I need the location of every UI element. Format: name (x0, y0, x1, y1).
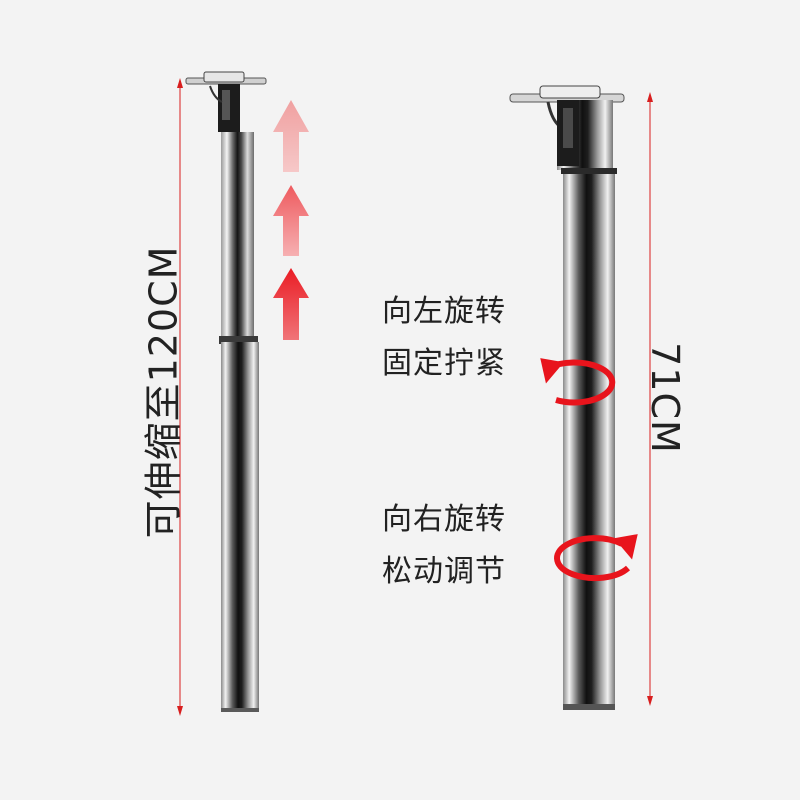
loosen-line-1: 向右旋转 (382, 502, 506, 537)
rotate-right-icon (554, 534, 638, 582)
tighten-instruction: 向左旋转 固定拧紧 (382, 286, 506, 390)
outer-tube (563, 170, 615, 710)
right-length-label: 71CM (643, 342, 687, 454)
rotate-left-icon (540, 358, 616, 406)
dimension-line (177, 78, 183, 716)
left-pole (177, 71, 267, 716)
dimension-line (647, 92, 653, 706)
inner-tube (221, 132, 254, 340)
loosen-line-2: 松动调节 (382, 554, 506, 589)
outer-tube (221, 342, 259, 712)
mounting-bracket (509, 85, 625, 170)
right-pole (509, 85, 653, 710)
up-arrow-icon (273, 100, 309, 340)
loosen-instruction: 向右旋转 松动调节 (382, 494, 506, 598)
mounting-bracket (185, 71, 267, 132)
left-length-label: 可伸缩至120CM (141, 245, 186, 539)
tighten-line-1: 向左旋转 (382, 294, 506, 329)
tighten-line-2: 固定拧紧 (382, 346, 506, 381)
